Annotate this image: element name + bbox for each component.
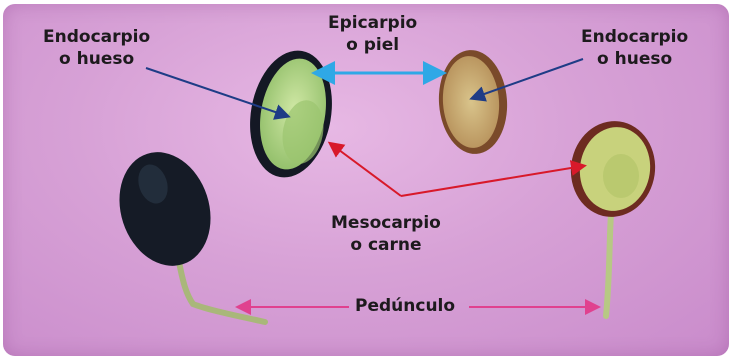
epicarpio-line1: Epicarpio — [328, 13, 417, 33]
endocarpio-left-label: Endocarpio o hueso — [43, 26, 150, 70]
endocarpio-right-label: Endocarpio o hueso — [581, 26, 688, 70]
endocarpio-right-line1: Endocarpio — [581, 27, 688, 47]
endocarpio-left-line1: Endocarpio — [43, 27, 150, 47]
peduncle-text: Pedúnculo — [355, 296, 455, 316]
endocarpio-left-line2: o hueso — [59, 49, 134, 69]
mesocarpio-arrow-right — [401, 166, 583, 196]
cut-fruit-brown — [565, 116, 662, 316]
epicarpio-line2: o piel — [346, 35, 399, 55]
fruit-diagram-photo: Endocarpio o hueso Epicarpio o piel Endo… — [3, 4, 729, 356]
mesocarpio-arrow-left — [331, 144, 401, 196]
whole-fruit — [105, 140, 265, 322]
mesocarpio-line2: o carne — [350, 235, 421, 255]
cut-fruit-tan — [435, 48, 510, 156]
peduncle-label: Pedúnculo — [355, 295, 455, 317]
mesocarpio-label: Mesocarpio o carne — [331, 212, 441, 256]
mesocarpio-line1: Mesocarpio — [331, 213, 441, 233]
cut-fruit-green — [240, 44, 341, 184]
epicarpio-label: Epicarpio o piel — [328, 12, 417, 56]
endocarpio-right-line2: o hueso — [597, 49, 672, 69]
